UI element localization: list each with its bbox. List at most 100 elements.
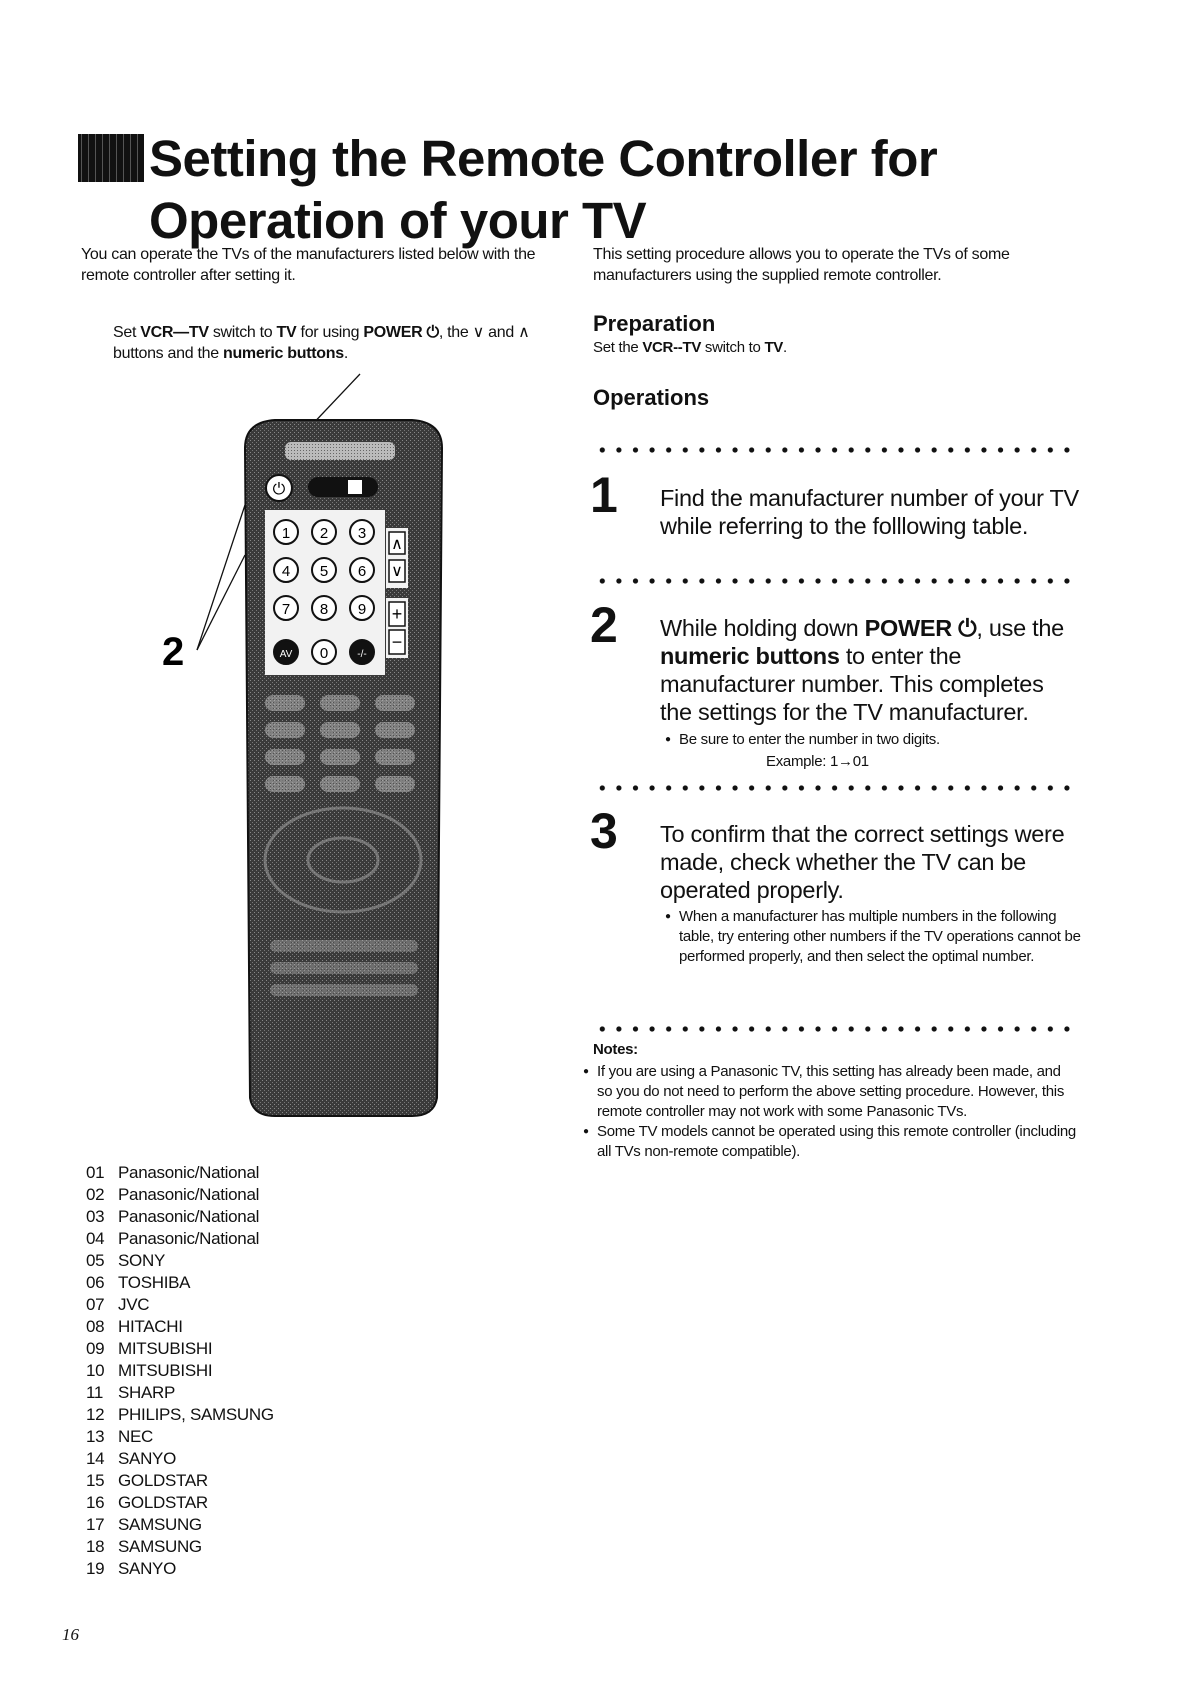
manufacturer-name: Panasonic/National [118, 1185, 260, 1204]
key-av: AV [280, 649, 293, 660]
key-2: 2 [320, 525, 328, 542]
manufacturer-name: PHILIPS, SAMSUNG [118, 1405, 274, 1424]
step-2-text-part: to enter the manufacturer number. This c… [660, 643, 1044, 725]
manufacturer-number: 10 [86, 1361, 105, 1380]
remote-controller-illustration: ⏻ 1 2 3 4 5 6 7 8 9 AV 0 -/- ∧ ∨ + − [162, 373, 444, 1117]
switch-note-text: . [343, 345, 348, 362]
dotted-separator [594, 1025, 1074, 1033]
step-3-bullet: When a manufacturer has multiple numbers… [665, 907, 1085, 967]
manufacturer-number: 13 [86, 1427, 105, 1446]
manufacturer-row: 14 SANYO [86, 1448, 274, 1470]
power-label: POWER ⏻ [864, 615, 977, 641]
dotted-separator [594, 446, 1074, 454]
number-keys: 1 2 3 4 5 6 7 8 9 AV 0 -/- [273, 519, 375, 665]
manufacturer-number: 03 [86, 1207, 105, 1226]
key-dash: -/- [357, 649, 366, 660]
step-2-note: Be sure to enter the number in two digit… [665, 730, 1075, 750]
manufacturer-name: TOSHIBA [118, 1273, 191, 1292]
manufacturer-name: MITSUBISHI [118, 1361, 213, 1380]
notes-list: If you are using a Panasonic TV, this se… [583, 1062, 1078, 1162]
page-title-line1: Setting the Remote Controller for [149, 130, 938, 187]
preparation-text: Set the VCR--TV switch to TV. [593, 338, 787, 358]
manufacturer-number: 16 [86, 1493, 105, 1512]
step-3-note: When a manufacturer has multiple numbers… [665, 907, 1085, 967]
manufacturer-number: 04 [86, 1229, 105, 1248]
step-2-text: While holding down POWER ⏻, use the nume… [660, 614, 1080, 726]
manufacturer-number: 08 [86, 1317, 105, 1336]
manufacturer-row: 19 SANYO [86, 1558, 274, 1580]
title-marker-bar [78, 134, 144, 182]
manufacturer-number: 18 [86, 1537, 105, 1556]
step-2-number: 2 [590, 597, 618, 653]
manufacturer-number: 06 [86, 1273, 105, 1292]
manufacturer-number: 19 [86, 1559, 105, 1578]
preparation-text-part: . [783, 339, 787, 356]
switch-note-text: , the ∨ and ∧ buttons and the [113, 324, 530, 362]
note-item: Some TV models cannot be operated using … [583, 1122, 1078, 1162]
key-8: 8 [320, 601, 328, 618]
manufacturer-name: SANYO [118, 1559, 177, 1578]
manufacturer-name: SHARP [118, 1383, 176, 1402]
manufacturer-name: JVC [118, 1295, 150, 1314]
operations-heading: Operations [593, 385, 710, 410]
manufacturer-name: Panasonic/National [118, 1207, 260, 1226]
manufacturer-number: 14 [86, 1449, 105, 1468]
manufacturer-name: Panasonic/National [118, 1229, 260, 1248]
vcr-tv-switch-label: VCR—TV [140, 324, 209, 341]
intro-left: You can operate the TVs of the manufactu… [81, 246, 536, 284]
manufacturer-row: 04 Panasonic/National [86, 1228, 274, 1250]
power-label: POWER ⏻ [363, 324, 439, 341]
manufacturer-row: 18 SAMSUNG [86, 1536, 274, 1558]
dotted-separator [594, 577, 1074, 585]
key-1: 1 [282, 525, 290, 542]
preparation-text-part: Set the [593, 339, 643, 356]
preparation-heading: Preparation [593, 311, 716, 336]
manufacturer-row: 08 HITACHI [86, 1316, 274, 1338]
step-1-text: Find the manufacturer number of your TV … [660, 485, 1079, 539]
manufacturer-number: 05 [86, 1251, 105, 1270]
switch-note-text: for using [296, 324, 364, 341]
manufacturer-row: 10 MITSUBISHI [86, 1360, 274, 1382]
manufacturer-name: MITSUBISHI [118, 1339, 213, 1358]
manufacturer-name: Panasonic/National [118, 1163, 260, 1182]
manufacturer-name: SANYO [118, 1449, 177, 1468]
key-4: 4 [282, 563, 290, 580]
switch-note-text: Set [113, 324, 141, 341]
key-7: 7 [282, 601, 290, 618]
dotted-separator [594, 784, 1074, 792]
step-2-bullet: Be sure to enter the number in two digit… [665, 730, 1075, 750]
manufacturer-name: HITACHI [118, 1317, 183, 1336]
tv-label: TV [764, 339, 784, 356]
manufacturer-number: 17 [86, 1515, 105, 1534]
step-2-example: Example: 1→01 [766, 753, 869, 770]
page-title-line2: Operation of your TV [149, 192, 647, 249]
manufacturer-number: 11 [86, 1383, 104, 1402]
step-3-text: To confirm that the correct settings wer… [660, 821, 1065, 903]
step-1-number: 1 [590, 467, 618, 523]
manufacturer-number: 07 [86, 1295, 105, 1314]
manufacturer-name: SAMSUNG [118, 1515, 202, 1534]
manufacturer-name: GOLDSTAR [118, 1493, 208, 1512]
manufacturer-name: SAMSUNG [118, 1537, 202, 1556]
step-2-text-part: While holding down [660, 615, 865, 641]
manufacturer-row: 17 SAMSUNG [86, 1514, 274, 1536]
up-arrow-icon: ∧ [391, 536, 403, 553]
manufacturer-row: 05 SONY [86, 1250, 274, 1272]
note-item: If you are using a Panasonic TV, this se… [583, 1062, 1078, 1122]
key-3: 3 [358, 525, 366, 542]
vcr-tv-switch-label: VCR--TV [642, 339, 702, 356]
intro-right: This setting procedure allows you to ope… [593, 246, 1010, 284]
switch-note: Set VCR—TV switch to TV for using POWER … [113, 322, 553, 364]
numeric-buttons-label: numeric buttons [660, 643, 840, 669]
switch-note-text: switch to [208, 324, 277, 341]
callout-label-2: 2 [162, 630, 184, 674]
key-0: 0 [320, 645, 328, 662]
notes-heading: Notes: [593, 1041, 638, 1058]
manufacturer-name: SONY [118, 1251, 165, 1270]
manufacturer-name: NEC [118, 1427, 153, 1446]
